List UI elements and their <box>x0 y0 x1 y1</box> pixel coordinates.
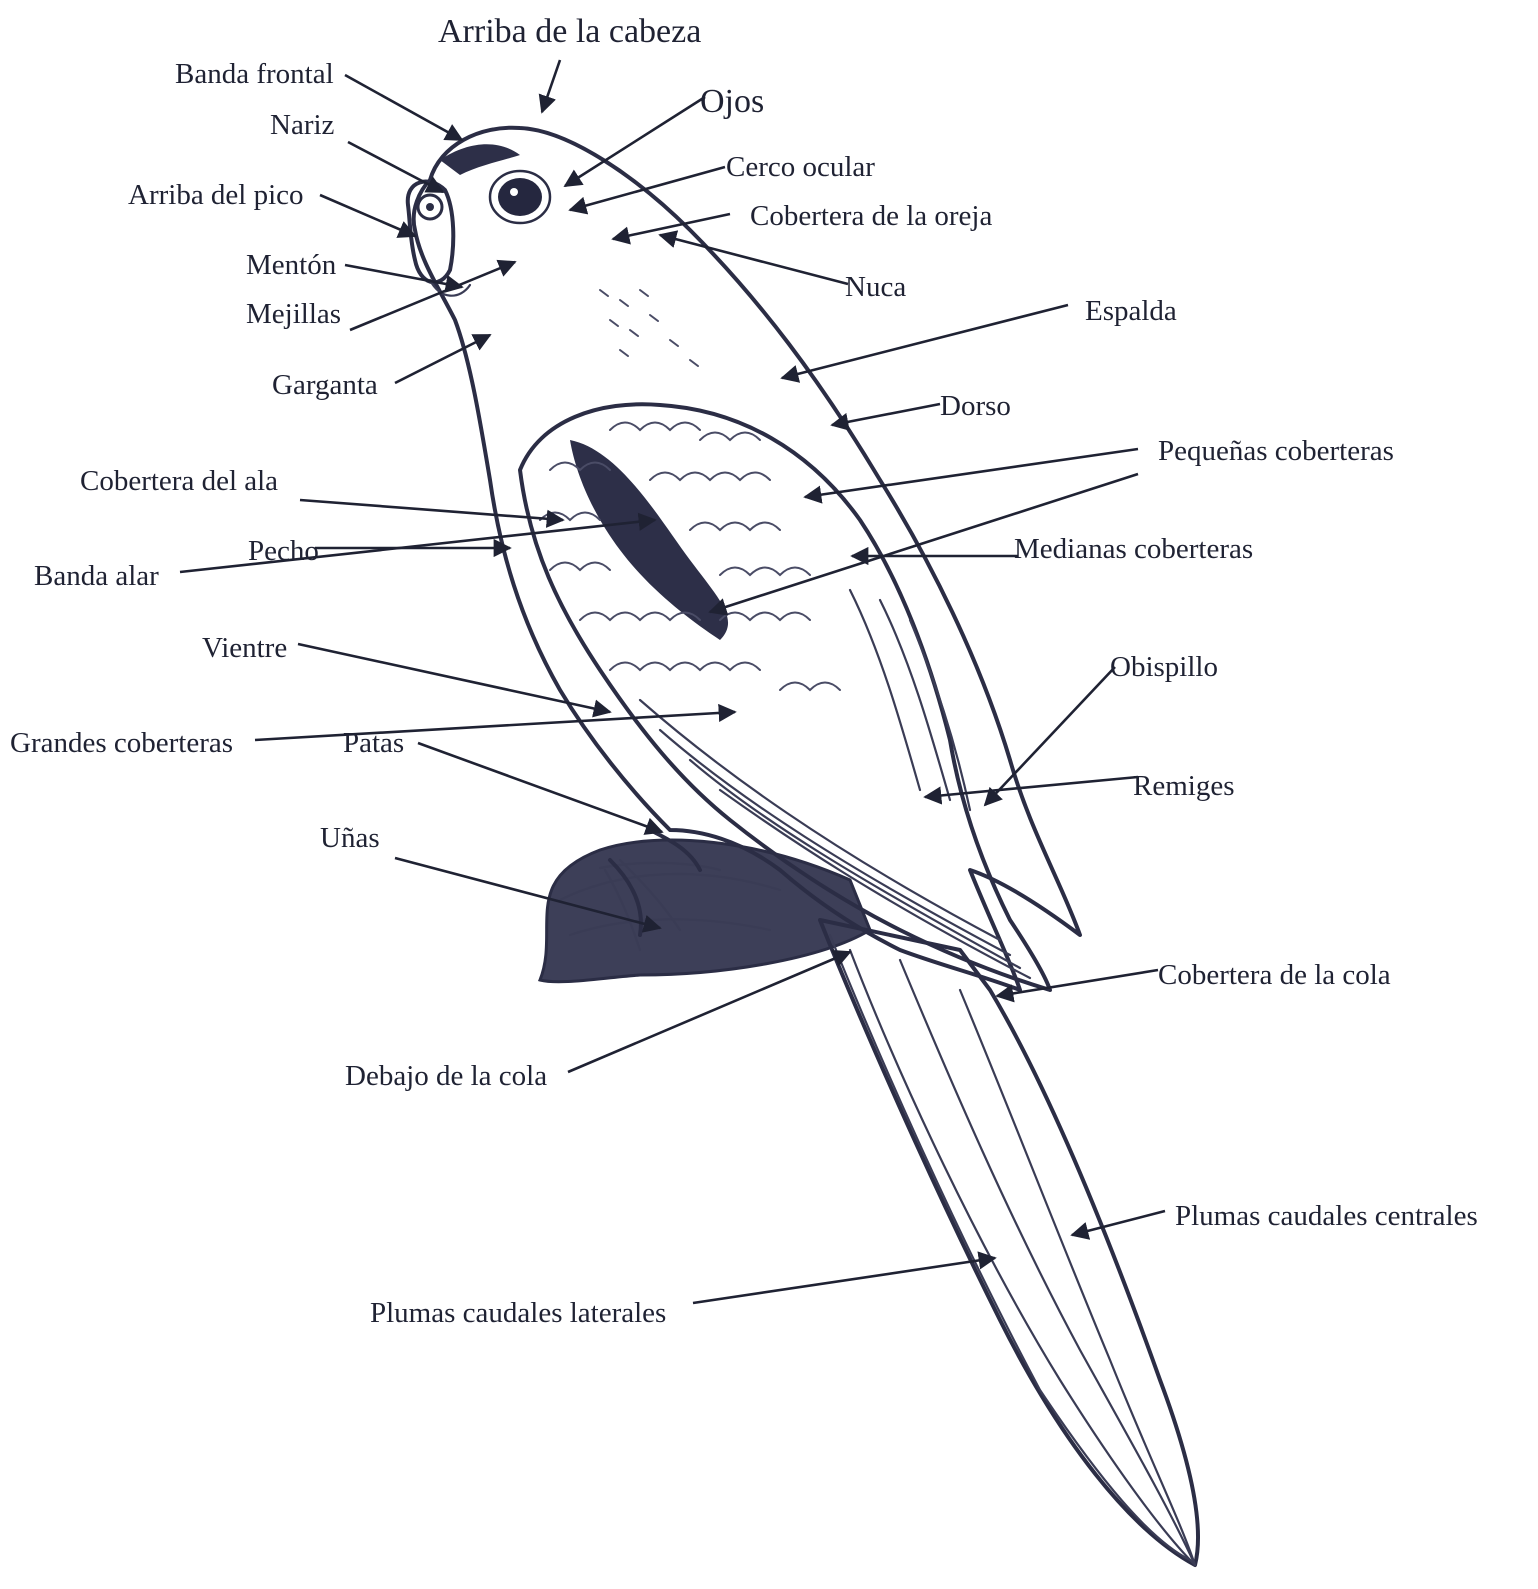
leader-banda-frontal <box>345 75 462 140</box>
label-cerco-ocular: Cerco ocular <box>726 151 875 183</box>
leader-garganta <box>395 335 490 383</box>
parrot-illustration <box>408 128 1198 1565</box>
label-menton: Mentón <box>246 249 337 281</box>
label-espalda: Espalda <box>1085 295 1177 327</box>
label-cobertera-ala: Cobertera del ala <box>80 465 278 497</box>
label-grandes-coberteras: Grandes coberteras <box>10 727 233 759</box>
leader-cerco-ocular <box>570 167 725 210</box>
label-arriba-cabeza: Arriba de la cabeza <box>438 13 701 50</box>
leader-dorso <box>832 404 940 425</box>
leader-mejillas <box>350 262 515 330</box>
leader-arriba-cabeza <box>542 60 560 112</box>
label-pequenas-coberteras: Pequeñas coberteras <box>1158 435 1394 467</box>
label-vientre: Vientre <box>202 632 287 664</box>
label-arriba-pico: Arriba del pico <box>128 179 304 211</box>
label-unas: Uñas <box>320 822 380 854</box>
leader-plumas-centrales <box>1072 1211 1165 1235</box>
label-obispillo: Obispillo <box>1110 651 1218 683</box>
leader-lines <box>180 60 1165 1303</box>
head <box>408 144 698 366</box>
perch-branch <box>540 840 870 982</box>
leader-plumas-laterales <box>693 1258 995 1303</box>
label-garganta: Garganta <box>272 369 378 401</box>
label-plumas-centrales: Plumas caudales centrales <box>1175 1200 1478 1232</box>
label-remiges: Remiges <box>1133 770 1235 802</box>
leader-arriba-pico <box>320 195 415 236</box>
leader-nuca <box>660 235 848 284</box>
label-nariz: Nariz <box>270 109 335 141</box>
label-banda-frontal: Banda frontal <box>175 58 334 90</box>
label-cobertera-cola: Cobertera de la cola <box>1158 959 1391 991</box>
label-pecho: Pecho <box>248 535 319 567</box>
label-patas: Patas <box>343 727 404 759</box>
leader-nariz <box>348 142 443 192</box>
label-medianas-coberteras: Medianas coberteras <box>1014 533 1253 565</box>
leader-vientre <box>298 644 610 712</box>
leader-grandes-coberteras <box>255 712 735 740</box>
tail <box>820 920 1198 1565</box>
label-cobertera-oreja: Cobertera de la oreja <box>750 200 992 232</box>
label-banda-alar: Banda alar <box>34 560 159 592</box>
label-ojos: Ojos <box>700 83 764 120</box>
leader-espalda <box>782 305 1068 378</box>
label-plumas-laterales: Plumas caudales laterales <box>370 1297 666 1329</box>
leader-cobertera-oreja <box>613 214 730 239</box>
leader-patas <box>418 743 662 832</box>
label-mejillas: Mejillas <box>246 298 341 330</box>
label-nuca: Nuca <box>845 271 906 303</box>
leader-ojos <box>565 97 705 186</box>
label-debajo-cola: Debajo de la cola <box>345 1060 547 1092</box>
label-dorso: Dorso <box>940 390 1011 422</box>
labels: Arriba de la cabeza Banda frontal Nariz … <box>10 13 1478 1329</box>
